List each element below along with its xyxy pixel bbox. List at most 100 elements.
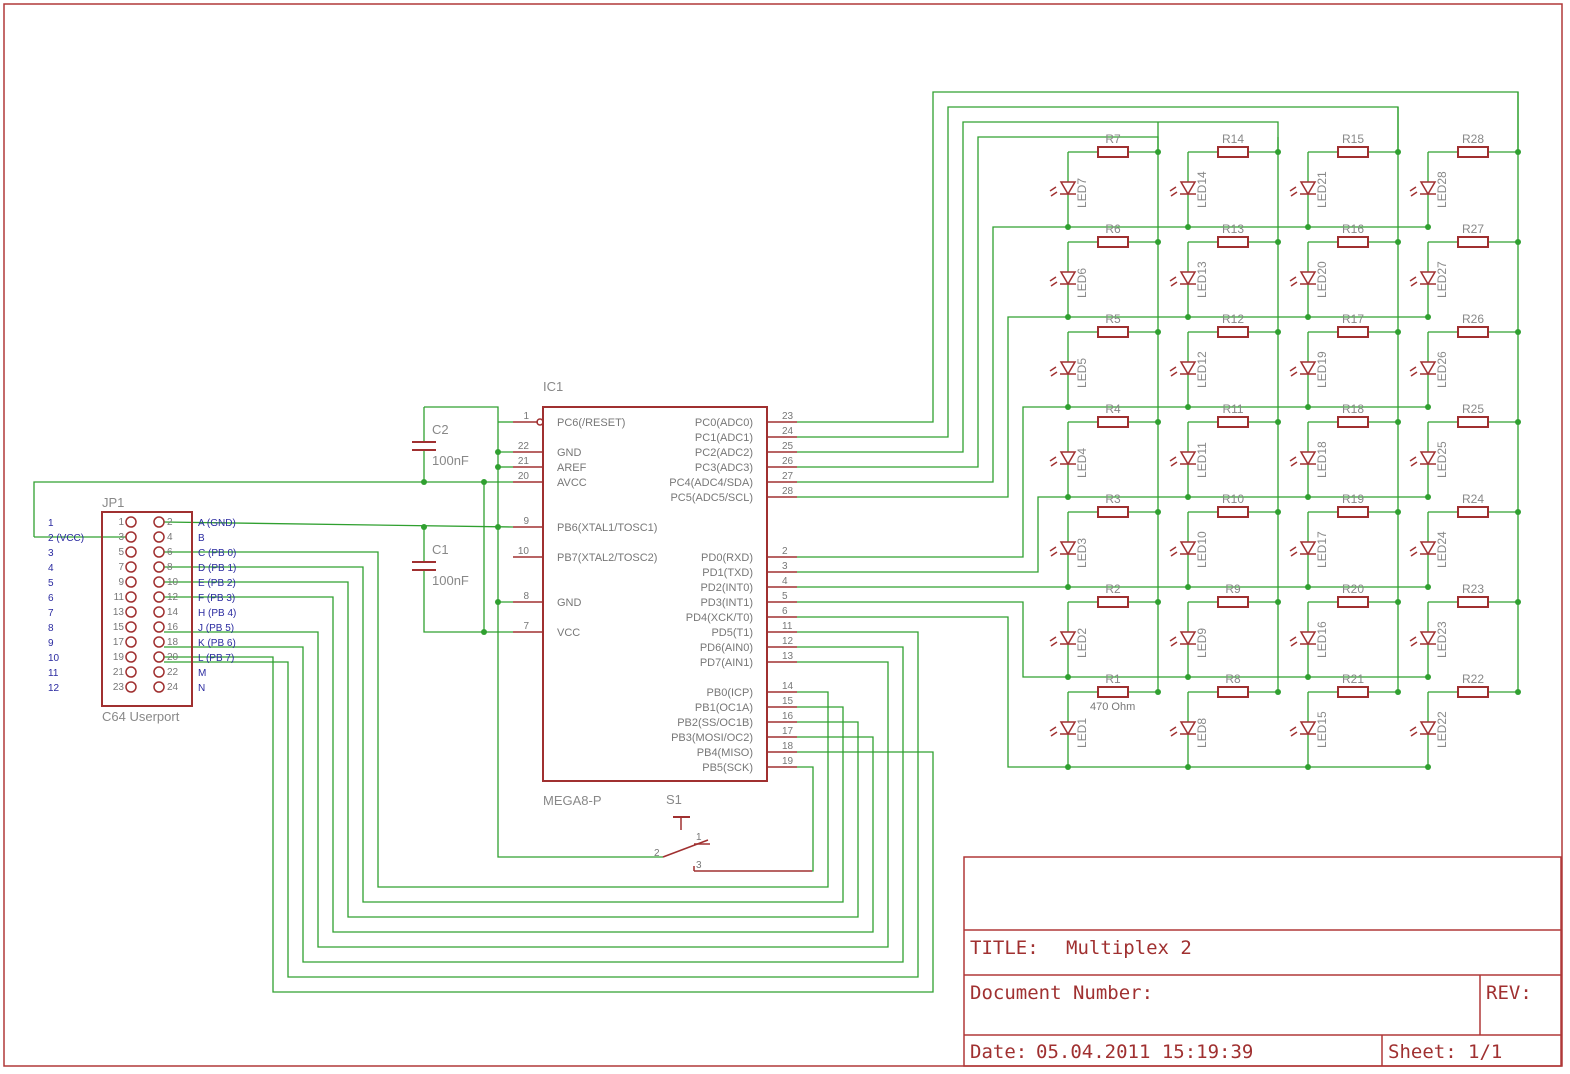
connector-pin-number: 22: [167, 667, 179, 678]
led-triangle: [1059, 361, 1077, 376]
resistor-name: R15: [1342, 132, 1364, 146]
led-name: LED18: [1315, 441, 1329, 478]
led-ray: [1290, 371, 1298, 377]
led-ray: [1169, 546, 1177, 552]
junction-dot: [495, 464, 501, 470]
led-name: LED11: [1195, 442, 1209, 478]
led-name: LED2: [1075, 628, 1089, 658]
led-name: LED24: [1435, 531, 1449, 568]
switch-pin-1: 1: [696, 832, 702, 843]
connector-pin-hole: [125, 621, 137, 633]
connector-pin-hole: [153, 666, 165, 678]
resistor-name: R26: [1462, 312, 1484, 326]
resistor-name: R11: [1222, 402, 1243, 416]
led-name: LED20: [1315, 261, 1329, 298]
connector-pin-hole: [153, 576, 165, 588]
port-return-wire: [164, 551, 829, 888]
mcu-pin-number: 15: [782, 696, 794, 707]
pd1-net: [797, 496, 1068, 573]
led-triangle: [1419, 271, 1437, 286]
connector-left-label: 8: [48, 623, 54, 634]
connector-left-label: 12: [48, 683, 60, 694]
led-ray: [1170, 461, 1178, 467]
connector-pin-hole: [125, 636, 137, 648]
resistor-name: R25: [1462, 402, 1484, 416]
mcu-pin-number: 6: [782, 606, 788, 617]
connector-left-label: 6: [48, 593, 54, 604]
mcu-pin-number: 17: [782, 726, 794, 737]
connector-pin-number: 18: [167, 637, 179, 648]
connector-left-label: 10: [48, 653, 60, 664]
mcu-pin-number: 19: [782, 756, 794, 767]
resistor-body: [1337, 596, 1369, 608]
capacitor-c2-value: 100nF: [432, 453, 469, 468]
mcu-pin-number: 23: [782, 411, 794, 422]
resistor-body: [1337, 236, 1369, 248]
led-ray: [1170, 641, 1178, 647]
pc1-net: [797, 106, 1399, 438]
led-name: LED14: [1195, 171, 1209, 208]
led-ray: [1050, 641, 1058, 647]
connector-right-label: F (PB 3): [198, 593, 235, 604]
led-triangle: [1299, 451, 1317, 466]
resistor-name: R23: [1462, 582, 1484, 596]
connector-right-label: A (GND): [198, 518, 236, 529]
led-name: LED13: [1195, 261, 1209, 298]
pc5-net: [797, 316, 1068, 498]
resistor-body: [1097, 686, 1129, 698]
mcu-pin-label: PB3(MOSI/OC2): [671, 732, 753, 744]
drawing-frame: [3, 3, 1563, 1067]
mcu-pin-label: PB7(XTAL2/TOSC2): [557, 552, 657, 564]
resistor-name: R21: [1342, 672, 1364, 686]
led-triangle: [1179, 451, 1197, 466]
led-ray: [1049, 546, 1057, 552]
resistor-name: R7: [1105, 132, 1121, 146]
capacitor-c2: C2 100nF: [412, 422, 469, 468]
led-name: LED27: [1435, 261, 1449, 298]
mcu-ic1: IC1 MEGA8-P: [542, 379, 768, 808]
connector-pin-hole: [125, 651, 137, 663]
mcu-pin-number: 24: [782, 426, 794, 437]
connector-pin-hole: [125, 681, 137, 693]
resistor-name: R1: [1105, 672, 1121, 686]
connector-pin-number: 17: [113, 637, 125, 648]
led-ray: [1409, 366, 1417, 372]
led-triangle: [1179, 181, 1197, 196]
resistor-name: R16: [1342, 222, 1364, 236]
switch-s1: S1 1 2 3: [654, 792, 812, 872]
mcu-pin-label: PB1(OC1A): [695, 702, 753, 714]
led-triangle: [1419, 541, 1437, 556]
junction-dot: [481, 479, 487, 485]
mcu-pin-label: PB4(MISO): [697, 747, 753, 759]
mcu-pin-label: PC2(ADC2): [695, 447, 753, 459]
connector-pin-number: 7: [118, 562, 124, 573]
mcu-pin-number: 8: [523, 591, 529, 602]
led-ray: [1409, 276, 1417, 282]
mcu-pin-label: PB5(SCK): [702, 762, 753, 774]
led-triangle: [1299, 271, 1317, 286]
junction-dot: [481, 629, 487, 635]
led-triangle: [1059, 181, 1077, 196]
mcu-name: IC1: [543, 379, 563, 394]
connector-pin-hole: [153, 591, 165, 603]
connector-right-label: B: [198, 533, 205, 544]
capacitor-c1-name: C1: [432, 542, 449, 557]
connector-right-label: K (PB 6): [198, 638, 236, 649]
mcu-pin-number: 14: [782, 681, 794, 692]
led-triangle: [1299, 361, 1317, 376]
connector-value: C64 Userport: [102, 709, 180, 724]
mcu-pin-label: AREF: [557, 462, 587, 474]
led-name: LED28: [1435, 171, 1449, 208]
resistor-r1-value: 470 Ohm: [1090, 701, 1135, 713]
led-name: LED10: [1195, 531, 1209, 568]
led-name: LED8: [1195, 718, 1209, 748]
resistor-name: R3: [1105, 492, 1121, 506]
connector-pin-number: 4: [167, 532, 173, 543]
led-ray: [1050, 371, 1058, 377]
led-ray: [1050, 461, 1058, 467]
mcu-pin-label: PD3(INT1): [700, 597, 753, 609]
led-name: LED22: [1435, 711, 1449, 748]
junction-dot: [495, 599, 501, 605]
